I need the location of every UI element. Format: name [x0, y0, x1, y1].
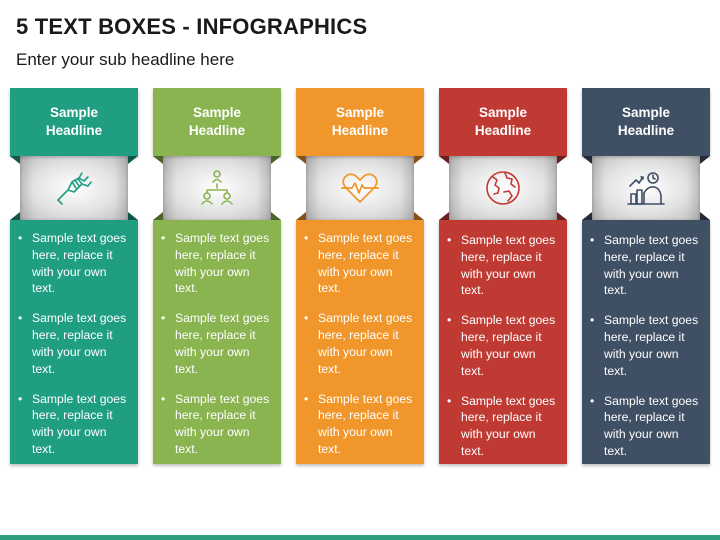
bullet-item: Sample text goes here, replace it with y…: [18, 391, 132, 458]
text-box-3-icon-band: [306, 156, 414, 220]
fold-shadow: [153, 156, 163, 164]
bottom-accent-bar: [0, 535, 720, 540]
text-box-3: Sample Headline Sample text goes here, r…: [296, 88, 424, 464]
bullet-list: Sample text goes here, replace it with y…: [18, 230, 132, 458]
fold-shadow: [128, 212, 138, 220]
text-box-5-body: Sample text goes here, replace it with y…: [582, 220, 710, 464]
fold-shadow: [271, 212, 281, 220]
bullet-item: Sample text goes here, replace it with y…: [161, 310, 275, 377]
text-box-1-body: Sample text goes here, replace it with y…: [10, 220, 138, 464]
fold-shadow: [271, 156, 281, 164]
text-box-5-icon-band: [592, 156, 700, 220]
fold-shadow: [153, 212, 163, 220]
team-network-icon: [201, 170, 233, 205]
bullet-item: Sample text goes here, replace it with y…: [447, 232, 561, 299]
text-box-1-headline: Sample Headline: [45, 104, 103, 138]
fold-shadow: [10, 212, 20, 220]
text-box-2-header: Sample Headline: [153, 88, 281, 156]
fold-shadow: [414, 212, 424, 220]
bullet-list: Sample text goes here, replace it with y…: [161, 230, 275, 458]
fold-shadow: [414, 156, 424, 164]
bullet-item: Sample text goes here, replace it with y…: [447, 312, 561, 379]
bullet-list: Sample text goes here, replace it with y…: [304, 230, 418, 458]
text-box-2: Sample Headline Sample text goes here, r…: [153, 88, 281, 464]
text-box-3-headline: Sample Headline: [331, 104, 389, 138]
text-box-3-header: Sample Headline: [296, 88, 424, 156]
bullet-item: Sample text goes here, replace it with y…: [304, 391, 418, 458]
fold-shadow: [582, 212, 592, 220]
text-box-2-icon-band: [163, 156, 271, 220]
text-box-1: Sample Headline Sample text goes here, r…: [10, 88, 138, 464]
fold-shadow: [439, 212, 449, 220]
text-box-2-headline: Sample Headline: [188, 104, 246, 138]
globe-icon: [486, 171, 520, 205]
fold-shadow: [128, 156, 138, 164]
fold-shadow: [582, 156, 592, 164]
handshake-icon: [57, 172, 92, 205]
text-box-5-header: Sample Headline: [582, 88, 710, 156]
text-box-2-body: Sample text goes here, replace it with y…: [153, 220, 281, 464]
bullet-list: Sample text goes here, replace it with y…: [447, 232, 561, 460]
text-box-1-header: Sample Headline: [10, 88, 138, 156]
text-box-5: Sample Headline Sample text goes here, r…: [582, 88, 710, 464]
bullet-item: Sample text goes here, replace it with y…: [18, 230, 132, 297]
text-box-4: Sample Headline Sample text goes here, r…: [439, 88, 567, 464]
bullet-item: Sample text goes here, replace it with y…: [18, 310, 132, 377]
fold-shadow: [700, 156, 710, 164]
page-title: 5 TEXT BOXES - INFOGRAPHICS: [16, 14, 368, 39]
text-box-4-headline: Sample Headline: [474, 104, 532, 138]
text-box-3-body: Sample text goes here, replace it with y…: [296, 220, 424, 464]
page-subtitle: Enter your sub headline here: [16, 50, 235, 69]
bullet-item: Sample text goes here, replace it with y…: [304, 230, 418, 297]
fold-shadow: [439, 156, 449, 164]
text-box-5-headline: Sample Headline: [617, 104, 675, 138]
text-box-4-body: Sample text goes here, replace it with y…: [439, 220, 567, 464]
fold-shadow: [557, 156, 567, 164]
analytics-person-icon: [627, 172, 665, 205]
bullet-item: Sample text goes here, replace it with y…: [590, 312, 704, 379]
bullet-item: Sample text goes here, replace it with y…: [590, 393, 704, 460]
bullet-item: Sample text goes here, replace it with y…: [590, 232, 704, 299]
text-box-1-icon-band: [20, 156, 128, 220]
bullet-item: Sample text goes here, replace it with y…: [304, 310, 418, 377]
fold-shadow: [296, 156, 306, 164]
fold-shadow: [10, 156, 20, 164]
fold-shadow: [700, 212, 710, 220]
fold-shadow: [557, 212, 567, 220]
bullet-list: Sample text goes here, replace it with y…: [590, 232, 704, 460]
bullet-item: Sample text goes here, replace it with y…: [161, 230, 275, 297]
bullet-item: Sample text goes here, replace it with y…: [447, 393, 561, 460]
text-box-4-icon-band: [449, 156, 557, 220]
text-box-4-header: Sample Headline: [439, 88, 567, 156]
heartbeat-icon: [341, 173, 379, 203]
bullet-item: Sample text goes here, replace it with y…: [161, 391, 275, 458]
fold-shadow: [296, 212, 306, 220]
